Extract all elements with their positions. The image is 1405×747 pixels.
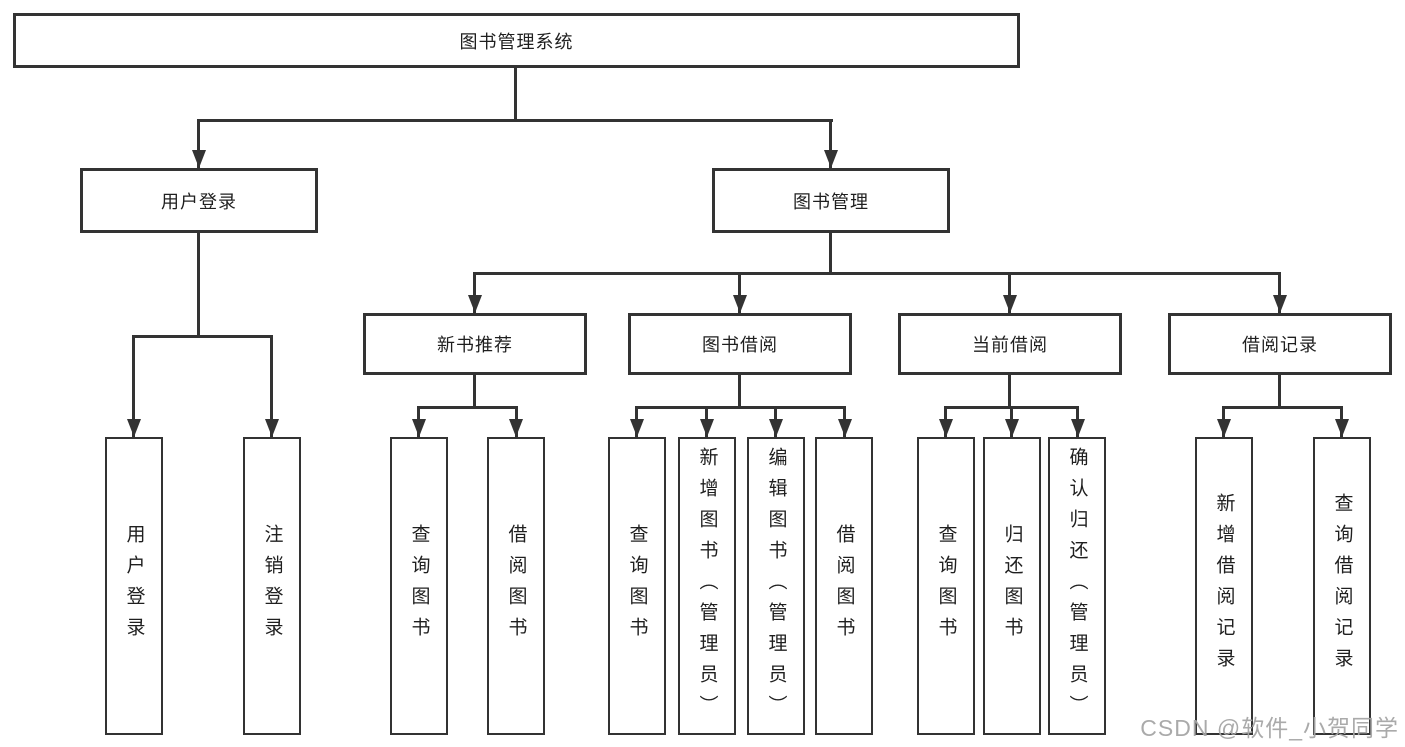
arrow-down-icon [192, 150, 206, 168]
arrow-down-icon [1005, 419, 1019, 437]
arrow-down-icon [630, 419, 644, 437]
leaf-return-books-label: 归还图书 [1001, 524, 1023, 648]
node-book-borrow-label: 图书借阅 [702, 335, 778, 355]
node-new-book-recommend: 新书推荐 [363, 313, 587, 375]
arrow-down-icon [1071, 419, 1085, 437]
connector-drop [1008, 272, 1011, 313]
connector-stem [514, 68, 517, 119]
node-current-borrow-label: 当前借阅 [972, 335, 1048, 355]
connector-drop [132, 335, 135, 437]
leaf-add-borrow-record-label: 新增借阅记录 [1213, 493, 1235, 679]
leaf-query-books-current: 查询图书 [917, 437, 975, 735]
leaf-return-books: 归还图书 [983, 437, 1041, 735]
leaf-query-borrow-record-label: 查询借阅记录 [1331, 493, 1353, 679]
node-book-management-label: 图书管理 [793, 191, 869, 212]
arrow-down-icon [265, 419, 279, 437]
connector-branch [417, 406, 518, 409]
leaf-logout: 注销登录 [243, 437, 301, 735]
leaf-add-book-admin-label: 新增图书（管理员） [696, 446, 718, 726]
leaf-logout-label: 注销登录 [261, 524, 283, 648]
connector-drop [738, 272, 741, 313]
connector-stem [829, 233, 832, 272]
connector-branch [1222, 406, 1343, 409]
leaf-add-book-admin: 新增图书（管理员） [678, 437, 736, 735]
leaf-query-books-current-label: 查询图书 [935, 524, 957, 648]
node-root: 图书管理系统 [13, 13, 1020, 68]
arrow-down-icon [939, 419, 953, 437]
leaf-query-books-borrow: 查询图书 [608, 437, 666, 735]
leaf-add-borrow-record: 新增借阅记录 [1195, 437, 1253, 735]
leaf-borrow-books-label: 借阅图书 [833, 524, 855, 648]
connector-drop [270, 335, 273, 437]
arrow-down-icon [412, 419, 426, 437]
arrow-down-icon [1273, 295, 1287, 313]
arrow-down-icon [733, 295, 747, 313]
leaf-query-borrow-record: 查询借阅记录 [1313, 437, 1371, 735]
node-user-login: 用户登录 [80, 168, 318, 233]
connector-branch [635, 406, 846, 409]
arrow-down-icon [1217, 419, 1231, 437]
leaf-query-books-recommend: 查询图书 [390, 437, 448, 735]
connector-stem [197, 233, 200, 335]
arrow-down-icon [700, 419, 714, 437]
leaf-borrow-books-recommend-label: 借阅图书 [505, 524, 527, 648]
leaf-user-login-label: 用户登录 [123, 524, 145, 648]
node-root-label: 图书管理系统 [459, 31, 574, 52]
connector-branch [132, 335, 273, 338]
node-borrow-records: 借阅记录 [1168, 313, 1392, 375]
connector-stem [473, 375, 476, 406]
connector-stem [1008, 375, 1011, 406]
leaf-edit-book-admin-label: 编辑图书（管理员） [765, 446, 787, 726]
arrow-down-icon [1003, 295, 1017, 313]
node-current-borrow: 当前借阅 [898, 313, 1122, 375]
arrow-down-icon [468, 295, 482, 313]
arrow-down-icon [769, 419, 783, 437]
connector-drop [1278, 272, 1281, 313]
node-book-borrow: 图书借阅 [628, 313, 852, 375]
connector-stem [738, 375, 741, 406]
arrow-down-icon [824, 150, 838, 168]
connector-drop [197, 119, 200, 168]
connector-stem [1278, 375, 1281, 406]
connector-branch [197, 119, 833, 122]
node-borrow-records-label: 借阅记录 [1242, 335, 1318, 355]
leaf-edit-book-admin: 编辑图书（管理员） [747, 437, 805, 735]
connector-drop [473, 272, 476, 313]
connector-branch [473, 272, 1281, 275]
arrow-down-icon [509, 419, 523, 437]
connector-drop [829, 119, 832, 168]
arrow-down-icon [1335, 419, 1349, 437]
leaf-user-login: 用户登录 [105, 437, 163, 735]
node-book-management: 图书管理 [712, 168, 950, 233]
leaf-query-books-borrow-label: 查询图书 [626, 524, 648, 648]
leaf-borrow-books-recommend: 借阅图书 [487, 437, 545, 735]
leaf-confirm-return-admin: 确认归还（管理员） [1048, 437, 1106, 735]
leaf-query-books-recommend-label: 查询图书 [408, 524, 430, 648]
arrow-down-icon [838, 419, 852, 437]
node-user-login-label: 用户登录 [161, 191, 237, 212]
node-new-book-recommend-label: 新书推荐 [437, 335, 513, 355]
leaf-confirm-return-admin-label: 确认归还（管理员） [1066, 446, 1088, 726]
arrow-down-icon [127, 419, 141, 437]
leaf-borrow-books: 借阅图书 [815, 437, 873, 735]
